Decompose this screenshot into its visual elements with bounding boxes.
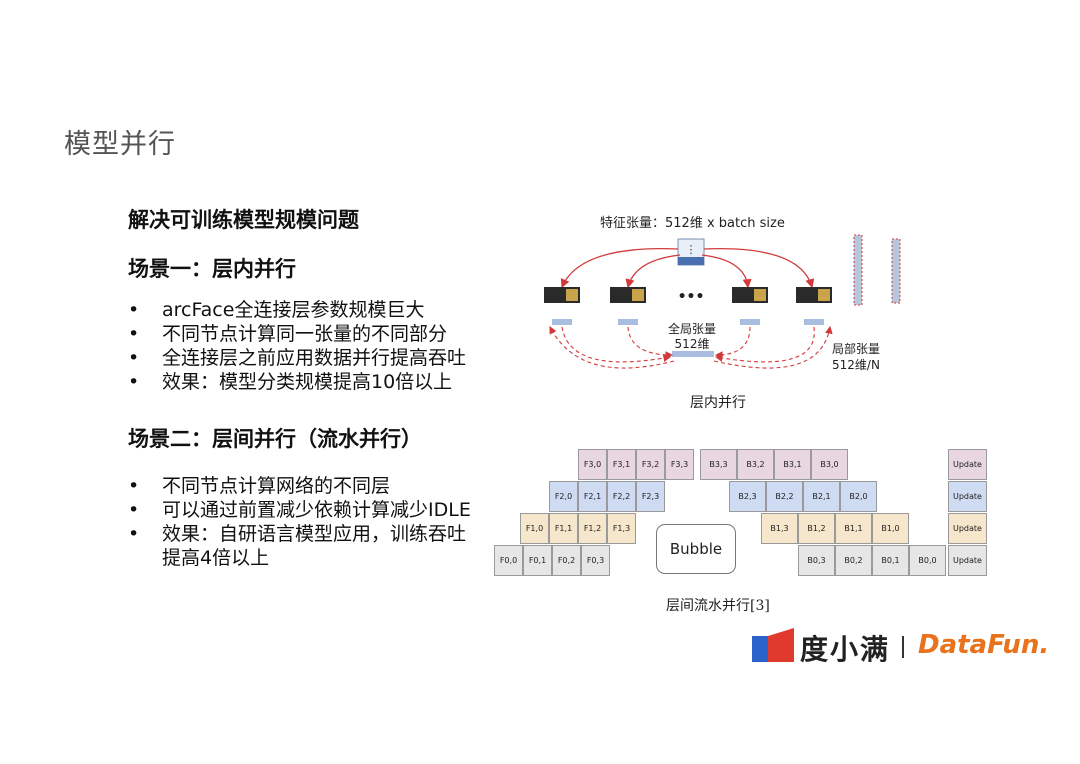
figure2-caption: 层间流水并行[3] [666, 598, 770, 614]
forward-cell: F0,0 [494, 545, 523, 576]
global-tensor-dim: 512维 [675, 337, 710, 351]
forward-cell: F2,0 [549, 481, 578, 512]
backward-cell: B1,3 [761, 513, 798, 544]
local-tensor-label: 局部张量 [832, 341, 880, 356]
list-item: 不同节点计算网络的不同层 [128, 474, 471, 498]
backward-cell: B1,2 [798, 513, 835, 544]
intra-layer-parallel-diagram: 特征张量：512维 x batch size ⋮ ••• 全局张量 512维 [544, 216, 901, 372]
svg-text:⋮: ⋮ [686, 243, 697, 256]
global-tensor-label: 全局张量 [668, 321, 716, 336]
backward-cell: B3,0 [811, 449, 848, 480]
scene2-heading: 场景二：层间并行（流水并行） [128, 427, 422, 451]
backward-cell: B3,2 [737, 449, 774, 480]
list-item: 效果：模型分类规模提高10倍以上 [128, 370, 466, 394]
forward-cell: F2,3 [636, 481, 665, 512]
backward-cell: B3,1 [774, 449, 811, 480]
main-heading: 解决可训练模型规模问题 [128, 208, 359, 232]
page-title: 模型并行 [64, 129, 176, 160]
list-item: 不同节点计算同一张量的不同部分 [128, 322, 466, 346]
partial-tensor-bars [552, 319, 824, 357]
backward-cell: B2,2 [766, 481, 803, 512]
forward-cell: F0,2 [552, 545, 581, 576]
figure1-caption: 层内并行 [690, 395, 746, 411]
backward-cell: B0,1 [872, 545, 909, 576]
backward-cell: B3,3 [700, 449, 737, 480]
list-item-continuation: 提高4倍以上 [162, 547, 270, 569]
scene1-bullet-list: arcFace全连接层参数规模巨大 不同节点计算同一张量的不同部分 全连接层之前… [128, 298, 466, 394]
forward-cell: F1,0 [520, 513, 549, 544]
backward-cell: B2,0 [840, 481, 877, 512]
local-weight-stacks-icon [853, 234, 901, 306]
gather-arrows [549, 325, 833, 369]
backward-cell: B1,1 [835, 513, 872, 544]
update-cell: Update [948, 545, 987, 576]
backward-cell: B0,0 [909, 545, 946, 576]
brand-datafun: DataFun. [918, 630, 1050, 660]
local-tensor-dim: 512维/N [832, 358, 880, 372]
backward-cell: B0,2 [835, 545, 872, 576]
list-item: 效果：自研语言模型应用，训练吞吐 [128, 522, 471, 546]
ellipsis-dots: ••• [678, 289, 705, 305]
brand-duxiaoman: 度小满 [800, 633, 891, 666]
forward-cell: F3,2 [636, 449, 665, 480]
list-item: 可以通过前置减少依赖计算减少IDLE [128, 498, 471, 522]
list-item: arcFace全连接层参数规模巨大 [128, 298, 466, 322]
backward-cell: B0,3 [798, 545, 835, 576]
forward-cell: F0,3 [581, 545, 610, 576]
forward-cell: F2,1 [578, 481, 607, 512]
feature-tensor-label: 特征张量：512维 x batch size [600, 216, 785, 231]
bubble-box: Bubble [656, 524, 736, 574]
gpu-icon [544, 287, 832, 303]
backward-cell: B2,3 [729, 481, 766, 512]
forward-cell: F3,1 [607, 449, 636, 480]
update-cell: Update [948, 481, 987, 512]
backward-cell: B1,0 [872, 513, 909, 544]
scene1-heading: 场景一：层内并行 [128, 257, 296, 281]
feature-tensor-icon: ⋮ [677, 238, 705, 266]
scene2-bullet-list: 不同节点计算网络的不同层 可以通过前置减少依赖计算减少IDLE 效果：自研语言模… [128, 474, 471, 570]
brand-separator [902, 636, 904, 658]
list-item: 全连接层之前应用数据并行提高吞吐 [128, 346, 466, 370]
duxiaoman-logo-icon [752, 628, 794, 662]
update-cell: Update [948, 449, 987, 480]
forward-cell: F1,1 [549, 513, 578, 544]
forward-cell: F1,2 [578, 513, 607, 544]
forward-cell: F2,2 [607, 481, 636, 512]
backward-cell: B2,1 [803, 481, 840, 512]
forward-cell: F1,3 [607, 513, 636, 544]
broadcast-arrows [560, 248, 815, 289]
forward-cell: F0,1 [523, 545, 552, 576]
forward-cell: F3,3 [665, 449, 694, 480]
update-cell: Update [948, 513, 987, 544]
forward-cell: F3,0 [578, 449, 607, 480]
